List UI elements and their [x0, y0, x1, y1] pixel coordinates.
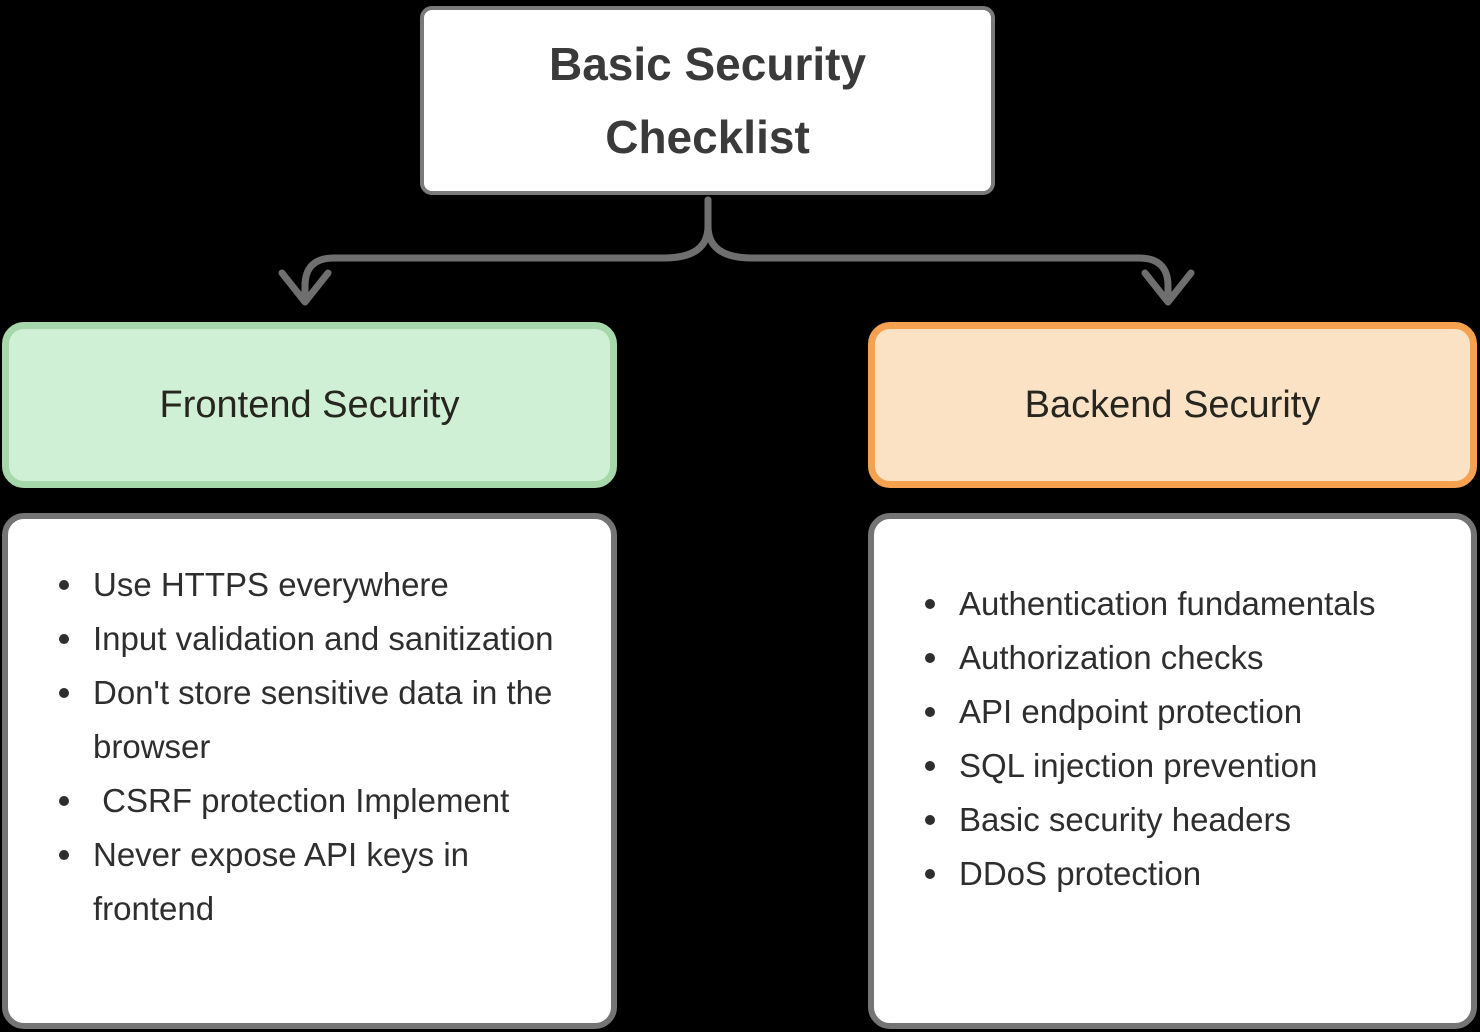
title-line-1: Basic Security [548, 37, 867, 90]
list-item: API endpoint protection [874, 685, 1429, 739]
frontend-security-node: Frontend Security [2, 322, 617, 488]
list-item: Never expose API keys in frontend [8, 828, 569, 936]
connector-lines [278, 196, 1195, 306]
list-item: DDoS protection [874, 847, 1429, 901]
title-node: Basic Security Checklist [420, 6, 995, 195]
list-item: SQL injection prevention [874, 739, 1429, 793]
backend-checklist: Authentication fundamentals Authorizatio… [874, 577, 1471, 901]
title-line-2: Checklist [605, 110, 810, 163]
list-item: Basic security headers [874, 793, 1429, 847]
list-item: CSRF protection Implement [8, 774, 569, 828]
frontend-checklist-box: Use HTTPS everywhere Input validation an… [2, 513, 617, 1029]
arrowhead-left-icon [278, 269, 332, 306]
list-item: Don't store sensitive data in the browse… [8, 666, 569, 774]
backend-checklist-box: Authentication fundamentals Authorizatio… [868, 513, 1477, 1029]
frontend-checklist: Use HTTPS everywhere Input validation an… [8, 558, 611, 936]
list-item: Input validation and sanitization [8, 612, 569, 666]
backend-security-node: Backend Security [868, 322, 1477, 488]
list-item: Use HTTPS everywhere [8, 558, 569, 612]
arrowhead-right-icon [1141, 269, 1195, 306]
list-item: Authorization checks [874, 631, 1429, 685]
frontend-security-label: Frontend Security [159, 383, 460, 426]
backend-security-label: Backend Security [1024, 383, 1321, 426]
connector-left-line [301, 196, 712, 299]
list-item: Authentication fundamentals [874, 577, 1429, 631]
connector-right-line [704, 196, 1172, 299]
